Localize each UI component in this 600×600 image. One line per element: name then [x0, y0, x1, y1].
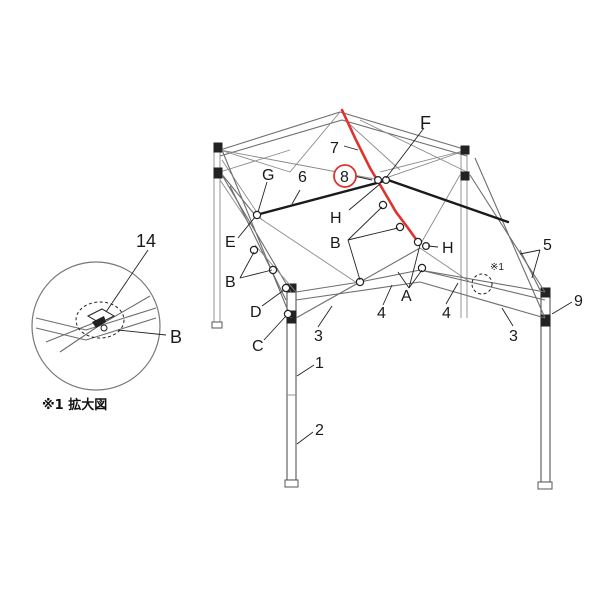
label-7: 7: [330, 140, 339, 157]
label-H-center: H: [330, 210, 342, 227]
label-4-left: 4: [377, 305, 386, 322]
back-left-slider: [213, 167, 223, 179]
part-labels: F 7 8 6 G H E B H 5 ※1 B A 9 D 4 4 3 3 C…: [225, 113, 583, 439]
label-2: 2: [315, 422, 324, 439]
front-scissor-frames: [221, 149, 546, 319]
label-B-center: B: [330, 235, 341, 252]
label-D: D: [250, 304, 262, 321]
label-G: G: [262, 167, 274, 184]
label-H-right: H: [442, 240, 454, 257]
label-3-left: 3: [314, 328, 323, 345]
detail-reference-circle: [471, 273, 493, 295]
label-E: E: [225, 234, 236, 251]
label-8: 8: [340, 169, 349, 186]
part-8-circle: [333, 164, 357, 188]
label-1: 1: [315, 355, 324, 372]
label-ref-mark: ※1: [490, 262, 504, 273]
label-6: 6: [298, 169, 307, 186]
front-right-leg: [537, 287, 553, 490]
label-3-right: 3: [509, 328, 518, 345]
back-left-cap: [213, 142, 223, 153]
label-4-right: 4: [442, 305, 451, 322]
label-A: A: [401, 288, 412, 305]
label-B-left: B: [225, 274, 236, 291]
detail-inset: 14 B: [31, 231, 182, 391]
rafter-8-highlight: [340, 108, 420, 244]
inset-label-B: B: [170, 327, 182, 347]
leader-lines: [237, 127, 573, 445]
inset-dashed-highlight: [75, 301, 125, 339]
back-right-cap: [460, 145, 470, 155]
label-F: F: [420, 113, 431, 133]
joint-markers: [249, 176, 431, 319]
label-9: 9: [574, 293, 583, 310]
label-5: 5: [543, 237, 552, 254]
inset-label-14: 14: [136, 231, 156, 251]
inset-caption: ※1 拡大図: [42, 397, 107, 413]
back-right-slider: [460, 171, 470, 181]
label-C: C: [252, 338, 264, 355]
